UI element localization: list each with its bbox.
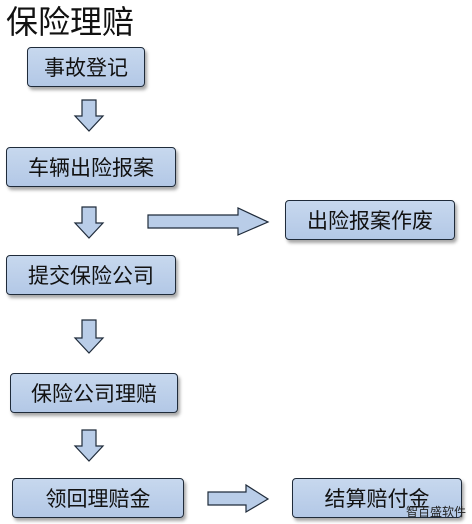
watermark: 智百盛软件: [405, 505, 466, 519]
diagram-title: 保险理赔: [6, 3, 135, 41]
step-insurer-claim: 保险公司理赔: [10, 373, 178, 413]
step-accident-register: 事故登记: [27, 47, 145, 87]
arrow-down-4: [73, 429, 105, 462]
step-settle-payment: 结算赔付金: [292, 478, 462, 518]
arrow-right-settle: [207, 483, 270, 514]
step-collect-payment: 领回理赔金: [12, 478, 184, 518]
arrow-down-3: [73, 319, 105, 354]
arrow-down-2: [73, 206, 105, 239]
step-vehicle-report: 车辆出险报案: [6, 147, 176, 187]
arrow-down-1: [73, 99, 105, 132]
arrow-right-cancel: [147, 207, 270, 236]
step-report-cancel: 出险报案作废: [285, 200, 455, 240]
step-submit-insurer: 提交保险公司: [6, 255, 176, 295]
